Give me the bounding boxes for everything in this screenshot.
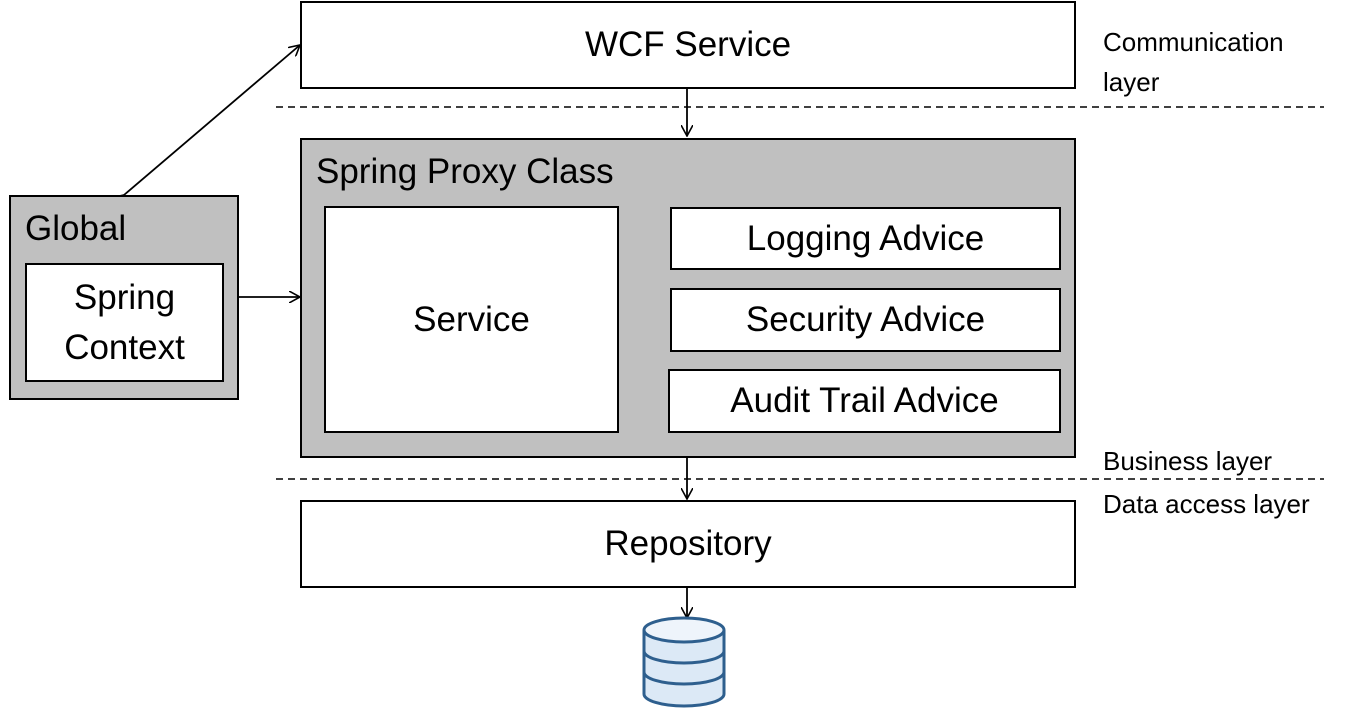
communication-layer-label-line2: layer: [1103, 67, 1160, 97]
logging-advice-box: Logging Advice: [670, 207, 1061, 270]
data-access-layer-label: Data access layer: [1103, 489, 1310, 519]
service-box: Service: [324, 206, 619, 433]
audit-trail-advice-label: Audit Trail Advice: [730, 381, 999, 420]
audit-trail-advice-box: Audit Trail Advice: [668, 369, 1061, 433]
spring-proxy-class-label: Spring Proxy Class: [316, 152, 614, 191]
spring-context-label-line2: Context: [64, 327, 185, 367]
spring-context-label-line1: Spring: [73, 277, 176, 317]
security-advice-box: Security Advice: [670, 288, 1061, 352]
repository-box: Repository: [300, 500, 1076, 588]
wcf-service-label: WCF Service: [584, 25, 792, 64]
global-label: Global: [25, 209, 127, 248]
database-icon: [642, 616, 726, 708]
service-label: Service: [413, 299, 530, 339]
logging-advice-label: Logging Advice: [746, 218, 985, 258]
communication-layer-label: Communication layer: [1103, 22, 1284, 102]
spring-context-box: Spring Context: [25, 263, 224, 382]
communication-layer-label-line1: Communication: [1103, 27, 1284, 57]
business-layer-label: Business layer: [1103, 446, 1273, 476]
repository-label: Repository: [604, 524, 772, 563]
security-advice-label: Security Advice: [745, 300, 986, 339]
wcf-service-box: WCF Service: [300, 1, 1076, 89]
arrow-global-wcf-bidirectional: [124, 45, 300, 195]
